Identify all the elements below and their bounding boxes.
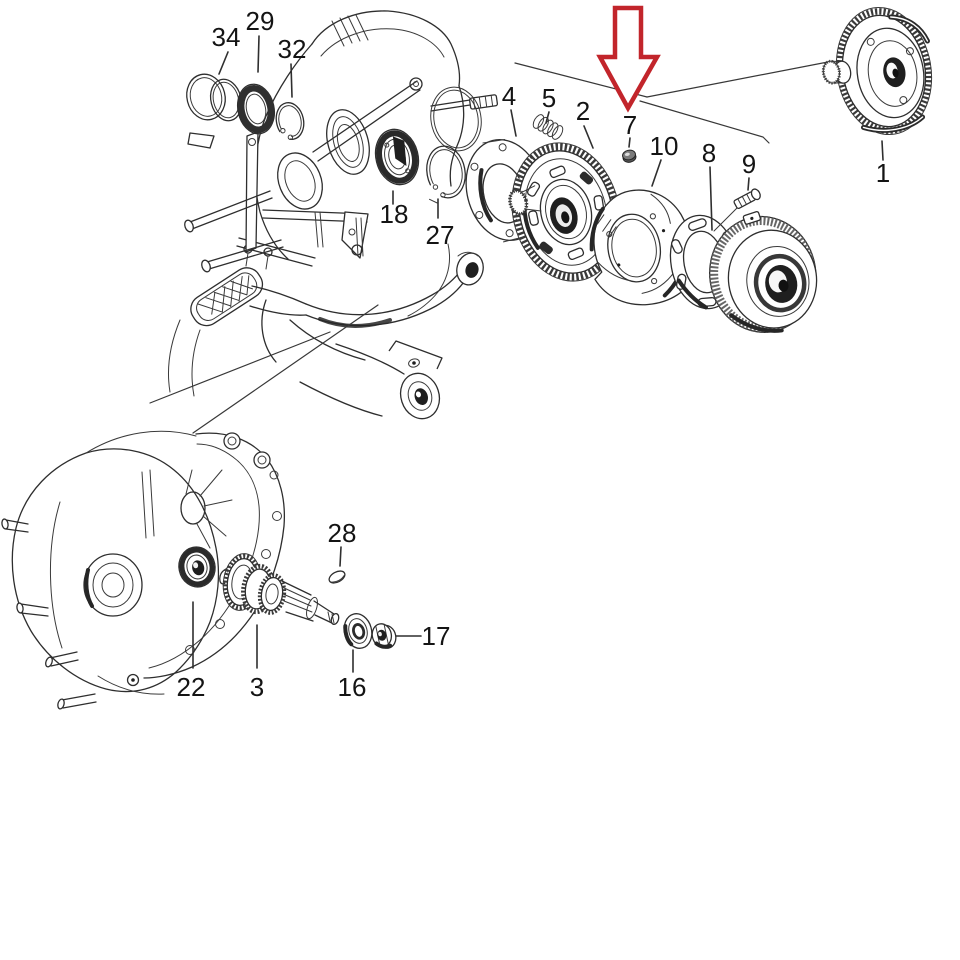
part-label-27: 27	[426, 220, 455, 250]
woodruff-key-28	[328, 570, 346, 584]
nut-7	[622, 149, 637, 163]
kick-lever-boss	[456, 251, 484, 286]
gasket-ring	[430, 86, 482, 152]
part-label-3: 3	[250, 672, 264, 702]
upper-crankcase-drawing	[167, 10, 499, 420]
part-label-29: 29	[246, 6, 275, 36]
highlight-arrow	[596, 5, 661, 113]
part-label-34: 34	[212, 22, 241, 52]
case-left-opening	[277, 152, 323, 210]
part-label-2: 2	[576, 96, 590, 126]
snap-ring-32	[275, 102, 305, 143]
gear-cluster-3	[219, 553, 340, 625]
leader-lines	[192, 35, 884, 673]
part-label-4: 4	[502, 81, 516, 111]
clutch-drum-gear-1	[821, 6, 933, 136]
screw-9	[713, 188, 761, 232]
part-label-5: 5	[542, 83, 556, 113]
ring-34	[186, 73, 226, 121]
part-label-22: 22	[177, 672, 206, 702]
clutch-drum	[708, 211, 818, 333]
part-label-28: 28	[328, 518, 357, 548]
washer-16	[343, 613, 373, 649]
lower-crankcase-drawing	[1, 430, 286, 710]
kickstart-pedal	[190, 267, 264, 327]
part-label-18: 18	[380, 199, 409, 229]
part-label-9: 9	[742, 149, 756, 179]
kickstart-pinion	[508, 185, 542, 216]
crankshaft-stub	[430, 99, 471, 112]
part-label-7: 7	[623, 110, 637, 140]
circlip-27	[426, 145, 466, 204]
gear1-hub	[821, 59, 852, 85]
oil-seal-29	[236, 83, 276, 135]
case-clutch-opening	[326, 109, 370, 175]
nut-17	[371, 623, 397, 649]
part-label-16: 16	[338, 672, 367, 702]
case-barrel	[299, 340, 443, 420]
part-label-32: 32	[278, 34, 307, 64]
bearing-22	[178, 546, 216, 588]
part-label-10: 10	[650, 131, 679, 161]
part-label-1: 1	[876, 158, 890, 188]
part-label-8: 8	[702, 138, 716, 168]
bearing-18	[374, 128, 420, 186]
part-label-17: 17	[422, 621, 451, 651]
